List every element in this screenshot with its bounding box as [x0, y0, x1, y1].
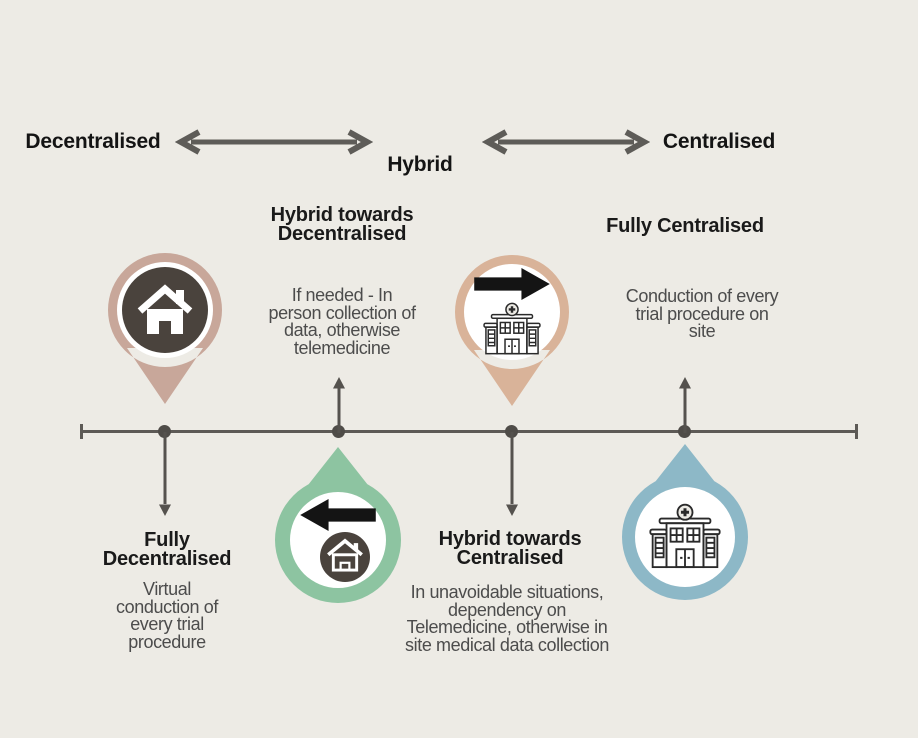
station-description-fully-decentralised: Virtual conduction of every trial proced…: [116, 579, 218, 652]
map-pin-marker-fully-decentralised: [105, 248, 225, 408]
timeline-axis: [82, 430, 857, 433]
spectrum-label-decentralised: Decentralised: [25, 130, 161, 153]
station-description-fully-centralised: Conduction of every trial procedure on s…: [625, 286, 779, 341]
station-title-fully-decentralised: Fully Decentralised: [102, 529, 232, 570]
station-title-hybrid-towards-centralised: Hybrid towards Centralised: [438, 528, 582, 569]
station-title-hybrid-towards-decentralised: Hybrid towards Decentralised: [270, 204, 414, 245]
timeline-end-tick-left: [80, 424, 83, 439]
station-description-hybrid-towards-centralised: In unavoidable situations, dependency on…: [405, 582, 609, 655]
double-arrow-icon: [482, 129, 650, 155]
down-arrow-connector: [159, 432, 171, 516]
station-description-hybrid-towards-decentralised: If needed - In person collection of data…: [268, 285, 416, 358]
timeline-dot-hybrid-centralised: [505, 425, 518, 438]
spectrum-label-hybrid: Hybrid: [387, 153, 453, 176]
spectrum-label-centralised: Centralised: [662, 130, 776, 153]
timeline-end-tick-right: [855, 424, 858, 439]
station-title-fully-centralised: Fully Centralised: [606, 215, 764, 237]
drop-marker-fully-centralised: [620, 442, 750, 602]
double-arrow-icon: [175, 129, 373, 155]
timeline-dot-fully-decentralised: [158, 425, 171, 438]
map-pin-marker-hybrid-centralised: [452, 250, 572, 410]
drop-marker-hybrid-decentralised: [273, 445, 403, 605]
up-arrow-connector: [679, 377, 691, 433]
down-arrow-connector: [506, 432, 518, 516]
up-arrow-connector: [333, 377, 345, 433]
